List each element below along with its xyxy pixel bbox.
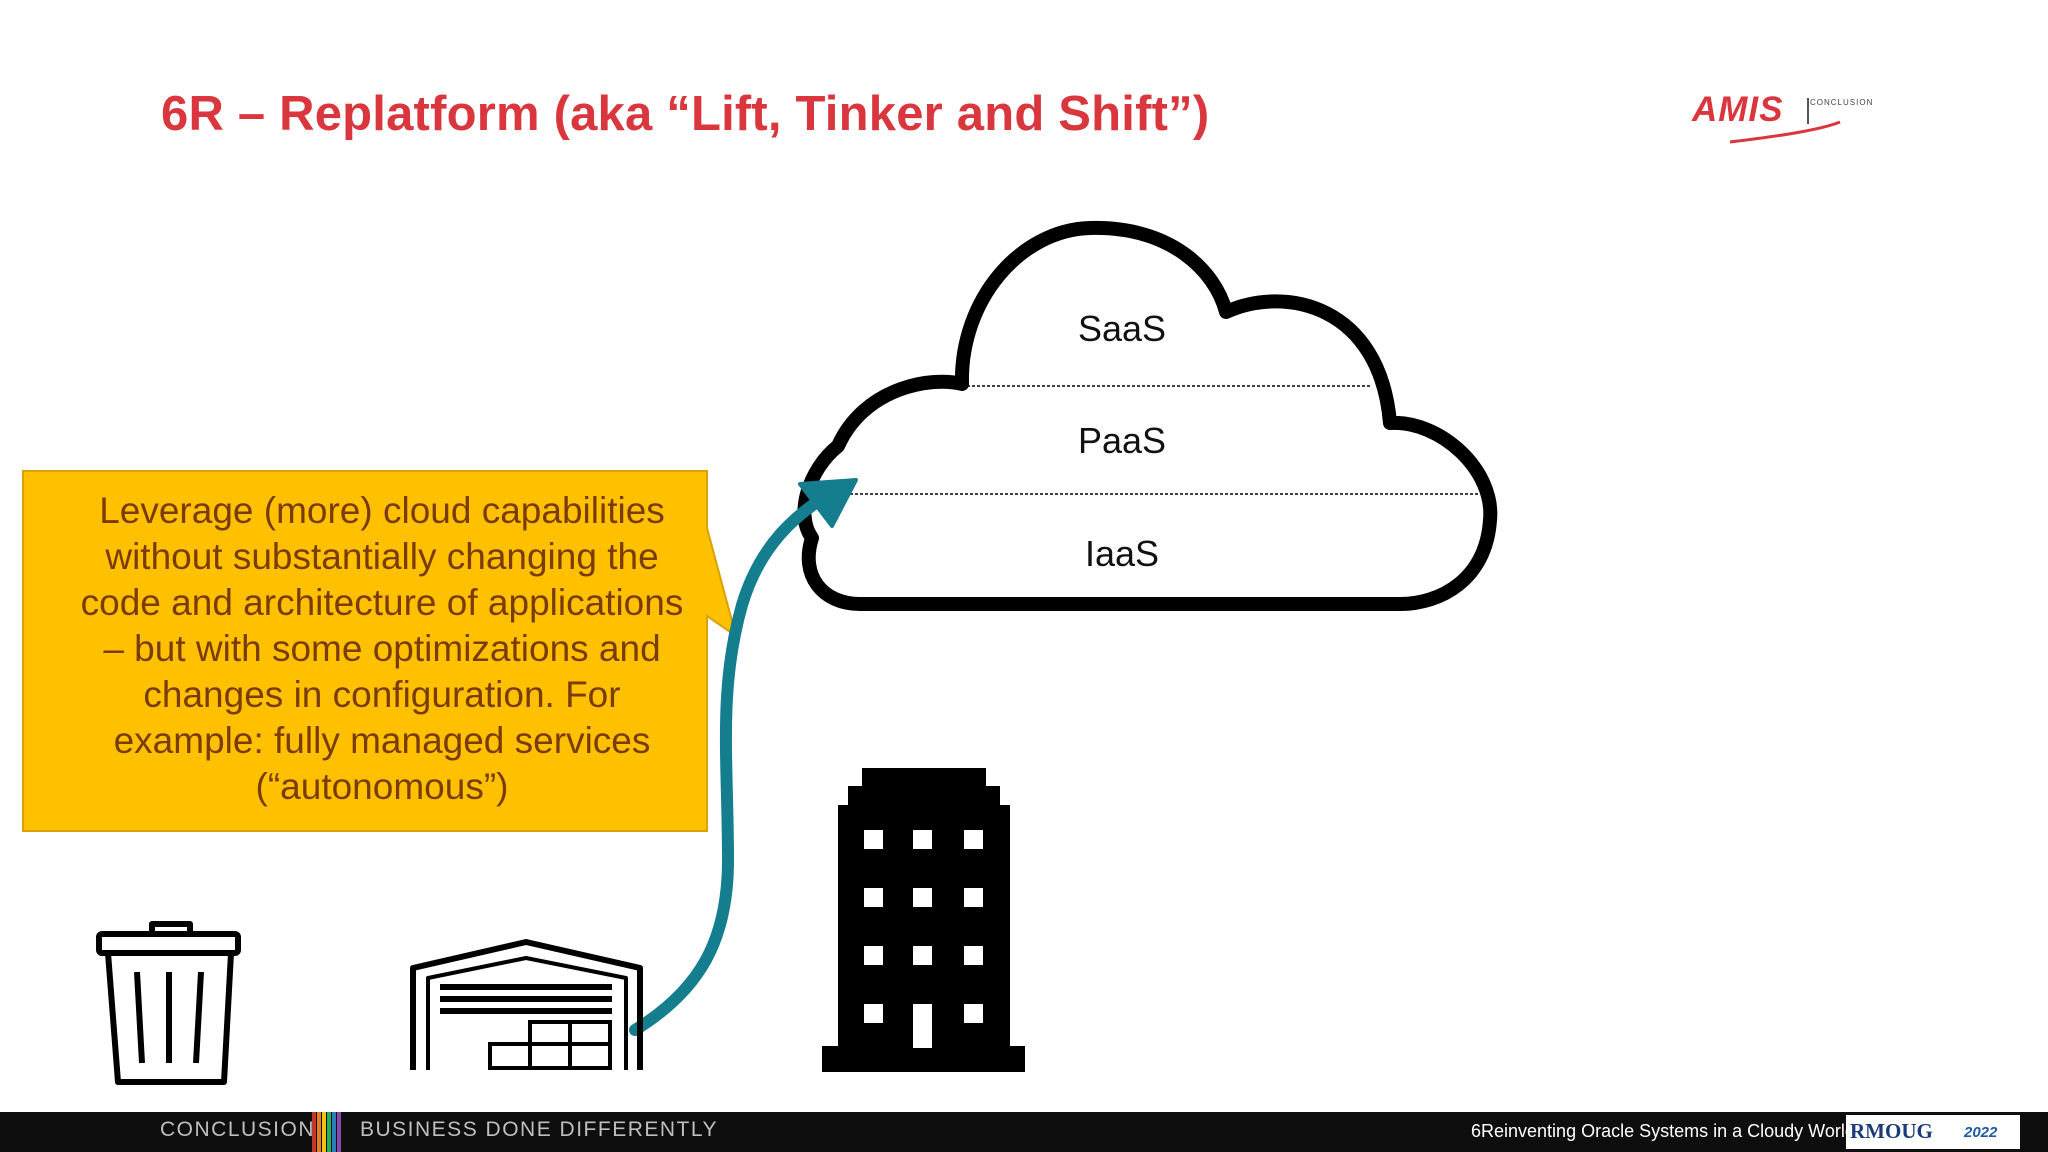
slide-title: 6R – Replatform (aka “Lift, Tinker and S… [161, 87, 1210, 141]
cloud-icon [797, 220, 1498, 611]
logo-tagline: CONCLUSION [1810, 98, 1874, 107]
event-year: 2022 [1964, 1124, 1998, 1141]
callout-line: without substantially changing the [105, 536, 659, 577]
callout-line: example: fully managed services [113, 720, 651, 761]
callout-text: Leverage (more) cloud capabilities witho… [36, 488, 728, 810]
callout-line: code and architecture of applications [80, 582, 684, 623]
office-building-icon [822, 768, 1025, 1072]
footer-bar [0, 1112, 2048, 1152]
callout-line: (“autonomous”) [255, 766, 509, 807]
footer-nav-conclusion[interactable]: CONCLUSION [160, 1118, 316, 1141]
cloud-layer-iaas: IaaS [1084, 533, 1160, 574]
footer-nav-business[interactable]: BUSINESS DONE DIFFERENTLY [360, 1118, 718, 1141]
logo-wordmark: AMIS [1692, 90, 1784, 129]
callout-line: – but with some optimizations and [103, 628, 661, 669]
presentation-title: Reinventing Oracle Systems in a Cloudy W… [1481, 1121, 1855, 1141]
amis-logo: AMIS CONCLUSION [1690, 90, 1900, 148]
cloud-layer-saas: SaaS [1077, 308, 1167, 349]
rmoug-logo: RMOUG 2022 [1846, 1115, 2020, 1149]
rmoug-wordmark: RMOUG [1850, 1119, 1933, 1143]
logo-swoosh [1729, 98, 1841, 144]
callout-line: changes in configuration. For [143, 674, 621, 715]
callout-box [22, 470, 738, 832]
callout-line: Leverage (more) cloud capabilities [99, 490, 665, 531]
footer-rainbow-divider [312, 1112, 341, 1152]
cloud-layer-paas: PaaS [1077, 420, 1167, 461]
migration-arrow-icon [629, 478, 858, 1036]
trash-can-icon [96, 921, 241, 1085]
warehouse-icon [410, 939, 643, 1070]
footer-presentation-title: 6Reinventing Oracle Systems in a Cloudy … [1471, 1121, 1855, 1142]
slide-number: 6 [1471, 1121, 1482, 1141]
